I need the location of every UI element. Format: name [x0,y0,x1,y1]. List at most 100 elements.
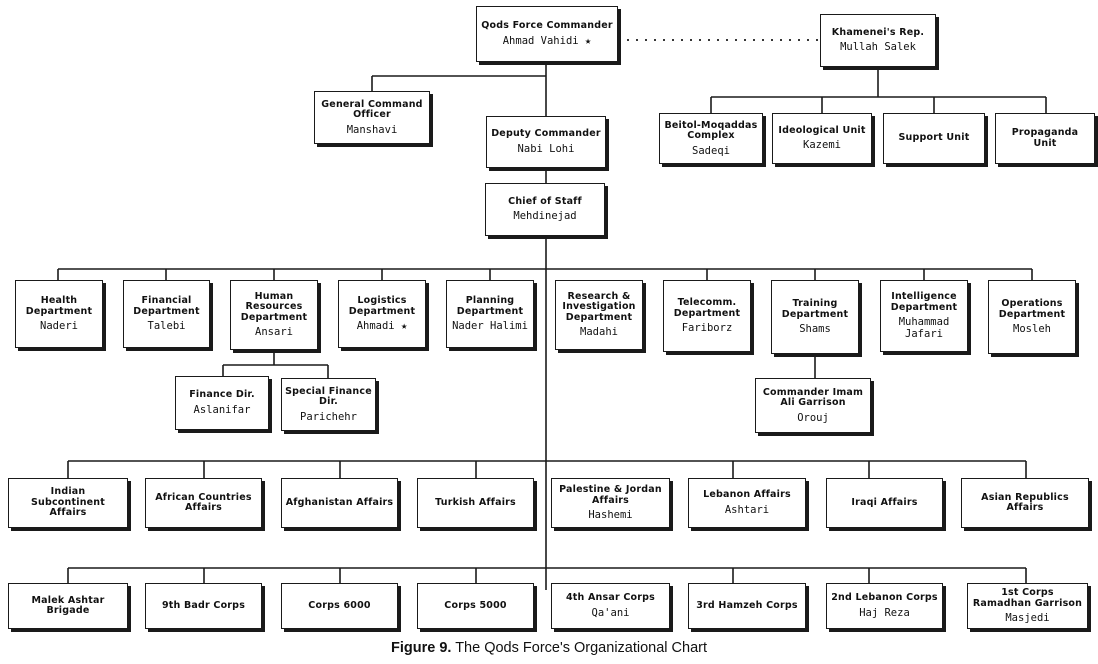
node-person: Orouj [797,411,829,424]
node-finance-dir: Finance Dir. Aslanifar [175,376,269,430]
node-title: Corps 6000 [308,599,371,611]
node-title: Corps 5000 [444,599,507,611]
node-person: Aslanifar [193,403,251,416]
node-afghanistan-affairs: Afghanistan Affairs [281,478,398,528]
node-3rd-hamzeh-corps: 3rd Hamzeh Corps [688,583,806,629]
node-logistics-department: Logistics Department Ahmadi ★ [338,280,426,348]
node-beitol-moqaddas-complex: Beitol-Moqaddas Complex Sadeqi [659,113,763,164]
node-person: Mullah Salek [840,41,916,54]
node-title: Iraqi Affairs [851,496,918,508]
node-title: 4th Ansar Corps [565,592,656,604]
node-person: Ashtari [724,503,770,516]
figure-label: Figure 9. [391,640,452,656]
node-title: 1st Corps Ramadhan Garrison [972,587,1083,609]
node-qods-force-commander: Qods Force Commander Ahmad Vahidi ★ [476,6,618,62]
node-title: Operations Department [998,298,1066,320]
node-iraqi-affairs: Iraqi Affairs [826,478,943,528]
node-corps-6000: Corps 6000 [281,583,398,629]
node-person: Haj Reza [859,606,910,619]
node-title: Propaganda Unit [1011,127,1079,149]
node-title: 9th Badr Corps [161,599,246,611]
node-title: Financial Department [133,295,200,317]
node-title: Finance Dir. [189,389,255,401]
node-title: 2nd Lebanon Corps [831,592,938,604]
node-person: Shams [799,323,831,335]
node-indian-subcontinent-affairs: Indian Subcontinent Affairs [8,478,128,528]
node-1st-corps-ramadhan-garrison: 1st Corps Ramadhan Garrison Masjedi [967,583,1088,629]
node-title: Turkish Affairs [435,496,516,508]
node-title: General Command Officer [321,98,423,120]
node-palestine-jordan-affairs: Palestine & Jordan Affairs Hashemi [551,478,670,528]
node-title: Human Resources Department [240,290,308,323]
node-title: Lebanon Affairs [703,489,791,501]
node-person: Kazemi [803,139,841,152]
node-title: Research & Investigation Department [562,290,636,323]
node-ideological-unit: Ideological Unit Kazemi [772,113,872,164]
node-title: Afghanistan Affairs [285,496,394,508]
node-person: Parichehr [300,410,357,423]
node-chief-of-staff: Chief of Staff Mehdinejad [485,183,605,236]
node-telecomm-department: Telecomm. Department Fariborz [663,280,751,352]
node-title: Beitol-Moqaddas Complex [664,119,758,141]
node-research-investigation-department: Research & Investigation Department Mada… [555,280,643,350]
node-human-resources-department: Human Resources Department Ansari [230,280,318,350]
node-asian-republics-affairs: Asian Republics Affairs [961,478,1089,528]
node-title: Asian Republics Affairs [981,491,1069,513]
node-title: Intelligence Department [890,291,958,313]
node-person: Fariborz [681,322,733,334]
node-title: Commander Imam Ali Garrison [762,386,864,408]
node-person: Talebi [147,320,186,332]
node-person: Naderi [40,320,78,332]
node-9th-badr-corps: 9th Badr Corps [145,583,262,629]
node-person: Mosleh [1013,323,1051,335]
node-person: Muhammad Jafari [898,316,950,340]
node-person: Manshavi [346,123,398,136]
node-support-unit: Support Unit [883,113,985,164]
node-intelligence-department: Intelligence Department Muhammad Jafari [880,280,968,352]
node-person: Ahmadi ★ [356,320,408,332]
node-title: Planning Department [456,295,524,317]
node-lebanon-affairs: Lebanon Affairs Ashtari [688,478,806,528]
node-title: Support Unit [898,132,970,144]
node-person: Masjedi [1005,612,1050,624]
node-person: Madahi [580,326,618,339]
node-special-finance-dir: Special Finance Dir. Parichehr [281,378,376,431]
node-general-command-officer: General Command Officer Manshavi [314,91,430,144]
node-person: Nabi Lohi [517,142,575,155]
node-person: Ahmad Vahidi ★ [502,34,592,47]
node-planning-department: Planning Department Nader Halimi [446,280,534,348]
node-operations-department: Operations Department Mosleh [988,280,1076,354]
node-person: Sadeqi [692,144,730,157]
node-title: Chief of Staff [508,195,582,207]
node-health-department: Health Department Naderi [15,280,103,348]
node-financial-department: Financial Department Talebi [123,280,210,348]
node-title: Qods Force Commander [481,20,613,32]
node-title: Malek Ashtar Brigade [31,594,105,616]
node-deputy-commander: Deputy Commander Nabi Lohi [486,116,606,168]
node-person: Mehdinejad [513,210,577,223]
node-turkish-affairs: Turkish Affairs [417,478,534,528]
node-khamenei-rep: Khamenei's Rep. Mullah Salek [820,14,936,67]
node-2nd-lebanon-corps: 2nd Lebanon Corps Haj Reza [826,583,943,629]
node-person: Hashemi [588,509,633,521]
node-title: Logistics Department [348,295,416,317]
node-title: Indian Subcontinent Affairs [30,486,106,519]
node-title: Deputy Commander [491,128,601,140]
node-4th-ansar-corps: 4th Ansar Corps Qa'ani [551,583,670,629]
node-malek-ashtar-brigade: Malek Ashtar Brigade [8,583,128,629]
node-person: Nader Halimi [452,320,528,332]
node-title: Ideological Unit [778,124,866,136]
node-title: Special Finance Dir. [285,385,372,407]
node-commander-imam-ali-garrison: Commander Imam Ali Garrison Orouj [755,378,871,433]
node-title: Telecomm. Department [673,297,741,319]
node-title: Khamenei's Rep. [831,26,925,38]
node-title: Health Department [25,295,93,317]
node-title: Palestine & Jordan Affairs [559,484,662,506]
node-title: African Countries Affairs [155,491,252,513]
node-training-department: Training Department Shams [771,280,859,354]
node-person: Ansari [255,326,293,339]
figure-caption: Figure 9. The Qods Force's Organizationa… [0,640,1098,656]
node-person: Qa'ani [591,606,630,619]
